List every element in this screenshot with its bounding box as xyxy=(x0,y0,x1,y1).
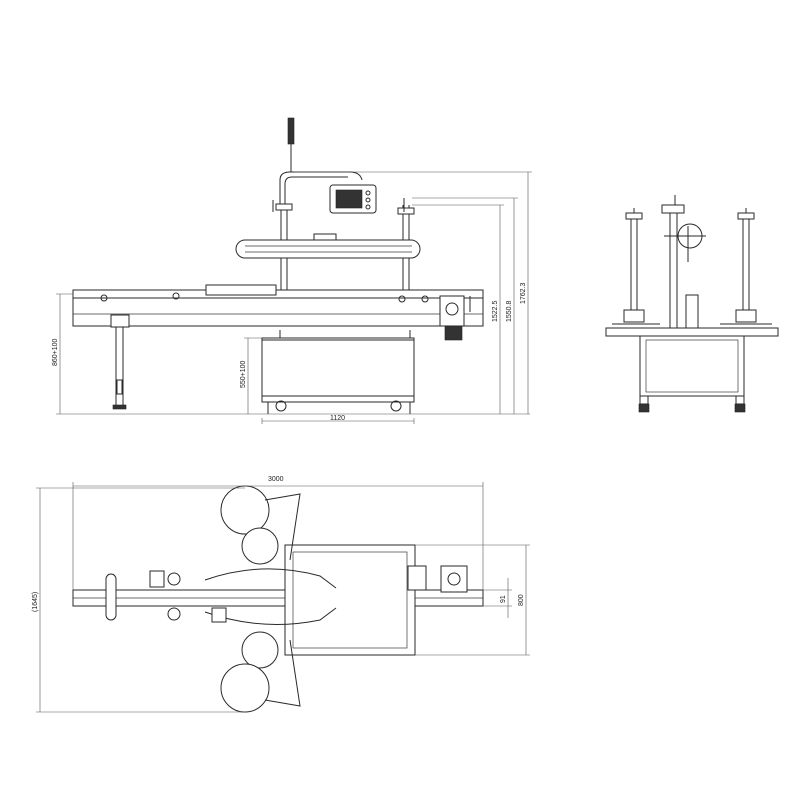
dim-91: 91 xyxy=(500,595,507,603)
drive-motor xyxy=(439,295,465,327)
front-view: 860+100 550+100 1120 1522.5 1550.8 1762.… xyxy=(52,117,532,424)
side-view xyxy=(605,195,779,413)
dim-860: 860+100 xyxy=(52,338,59,366)
dim-1522: 1522.5 xyxy=(492,300,499,322)
reel-top-mid xyxy=(241,527,279,565)
dim-1645: (1645) xyxy=(32,592,39,612)
dim-1550: 1550.8 xyxy=(506,300,513,322)
dim-3000: 3000 xyxy=(268,476,284,483)
front-dimensions: 860+100 550+100 1120 1522.5 1550.8 1762.… xyxy=(52,171,532,424)
dim-1120: 1120 xyxy=(330,415,345,422)
top-view: 3000 (1645) 800 91 xyxy=(32,476,530,713)
reel-bottom-mid xyxy=(241,631,279,669)
reel-bottom-left xyxy=(220,663,270,713)
reel-top-left xyxy=(220,485,270,535)
top-dimensions: 3000 (1645) 800 91 xyxy=(32,476,530,713)
base-cabinet xyxy=(261,337,415,397)
dim-800: 800 xyxy=(518,594,525,606)
dim-1762: 1762.3 xyxy=(520,282,527,304)
dim-550: 550+100 xyxy=(240,360,247,388)
